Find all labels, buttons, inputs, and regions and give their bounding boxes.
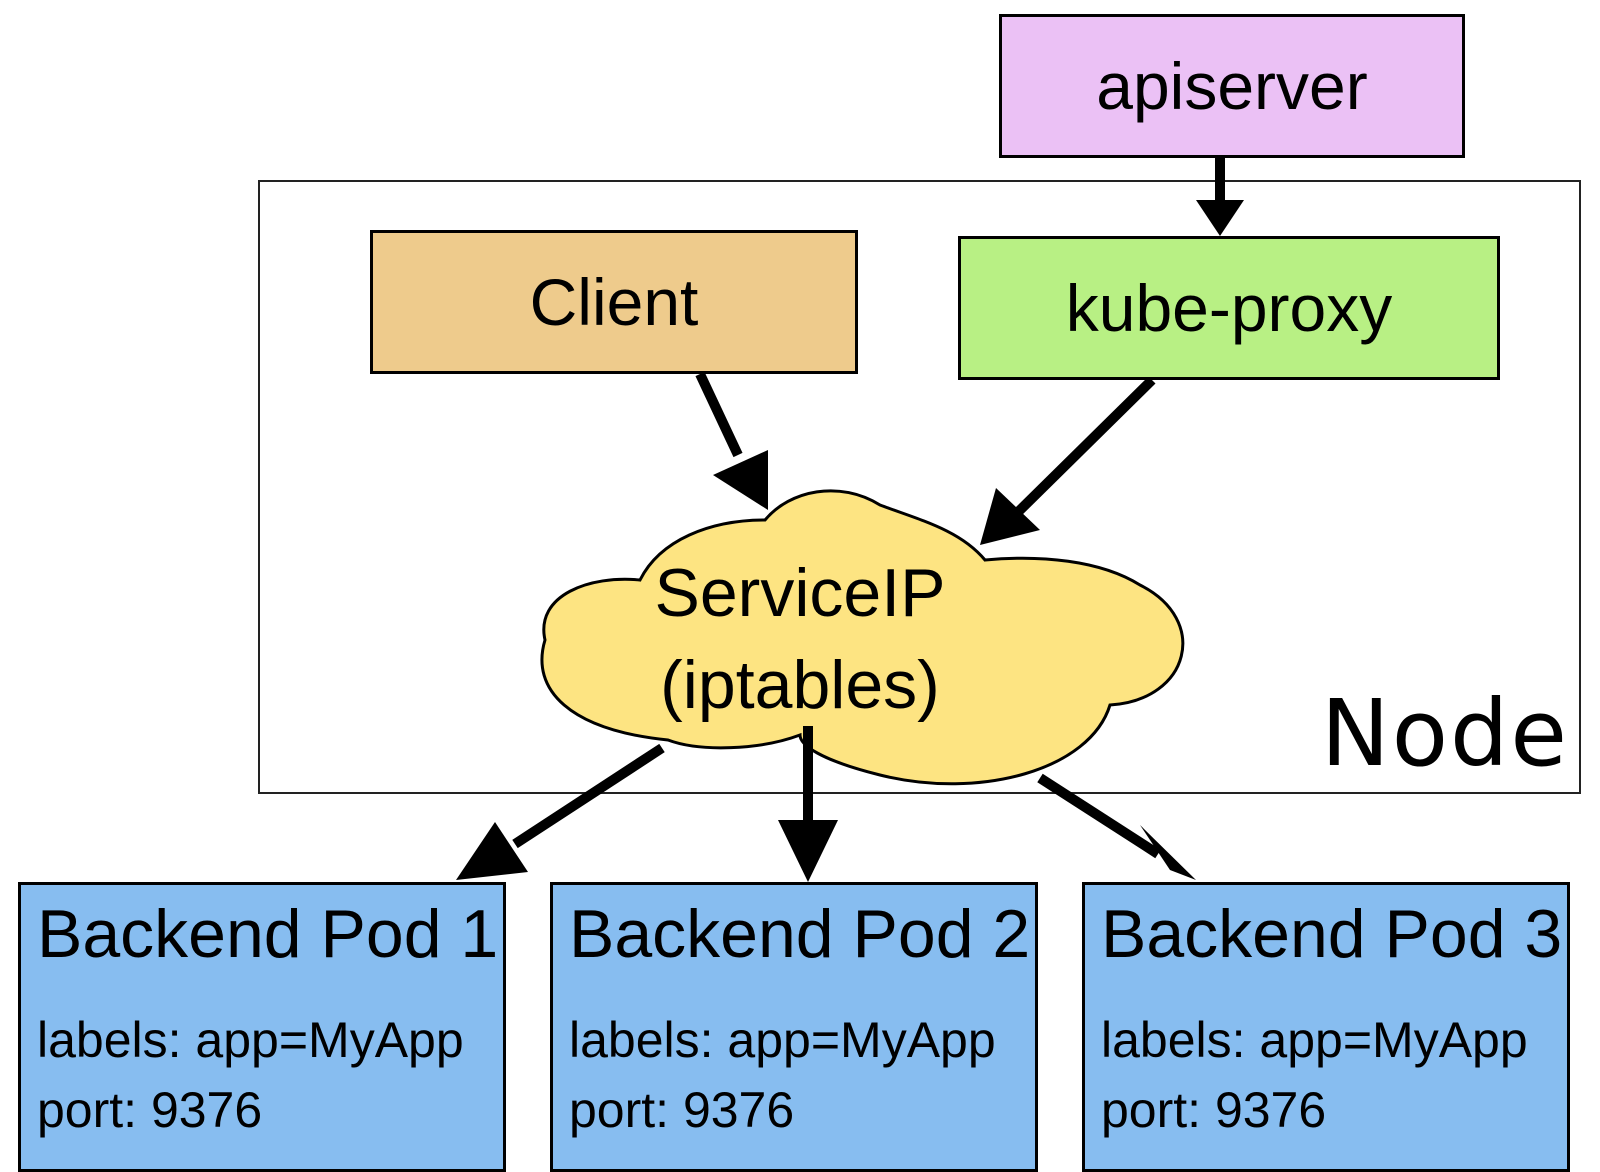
serviceip-cloud [540, 489, 1185, 786]
pod-port: port: 9376 [569, 1082, 795, 1138]
pod-labels: labels: app=MyApp [37, 1012, 464, 1068]
pod-labels: labels: app=MyApp [1101, 1012, 1528, 1068]
apiserver-label: apiserver [1096, 49, 1368, 123]
client-label: Client [529, 265, 699, 339]
kube-proxy-label: kube-proxy [1065, 271, 1393, 345]
pod-port: port: 9376 [1101, 1082, 1327, 1138]
arrow-service-pod1 [512, 743, 665, 849]
arrowhead-kubeproxy-service [980, 488, 1040, 545]
backend-pod-2: Backend Pod 2 labels: app=MyApp port: 93… [550, 882, 1038, 1172]
node-label: Node [1320, 680, 1569, 787]
apiserver-box: apiserver [999, 14, 1465, 158]
arrowhead-client-service [713, 450, 768, 510]
serviceip-line2: (iptables) [660, 646, 940, 723]
pod-title: Backend Pod 2 [569, 896, 1031, 972]
backend-pod-3: Backend Pod 3 labels: app=MyApp port: 93… [1082, 882, 1570, 1172]
pod-title: Backend Pod 3 [1101, 896, 1563, 972]
arrow-kubeproxy-service [1011, 376, 1156, 519]
pod-port: port: 9376 [37, 1082, 263, 1138]
arrowhead-pod3 [1140, 825, 1196, 880]
serviceip-label: ServiceIP (iptables) [620, 548, 980, 732]
client-box: Client [370, 230, 858, 374]
arrow-service-pod3 [1037, 773, 1161, 859]
pod-title: Backend Pod 1 [37, 896, 499, 972]
arrowhead-pod2 [778, 820, 838, 882]
serviceip-line1: ServiceIP [654, 555, 946, 631]
arrow-client-service [695, 371, 743, 458]
arrowhead-kubeproxy [1196, 200, 1244, 236]
kube-proxy-box: kube-proxy [958, 236, 1500, 380]
node-frame: Node [258, 180, 1581, 794]
pod-labels: labels: app=MyApp [569, 1012, 996, 1068]
arrowhead-pod1 [456, 822, 528, 880]
backend-pod-1: Backend Pod 1 labels: app=MyApp port: 93… [18, 882, 506, 1172]
arrowheads [456, 200, 1244, 882]
